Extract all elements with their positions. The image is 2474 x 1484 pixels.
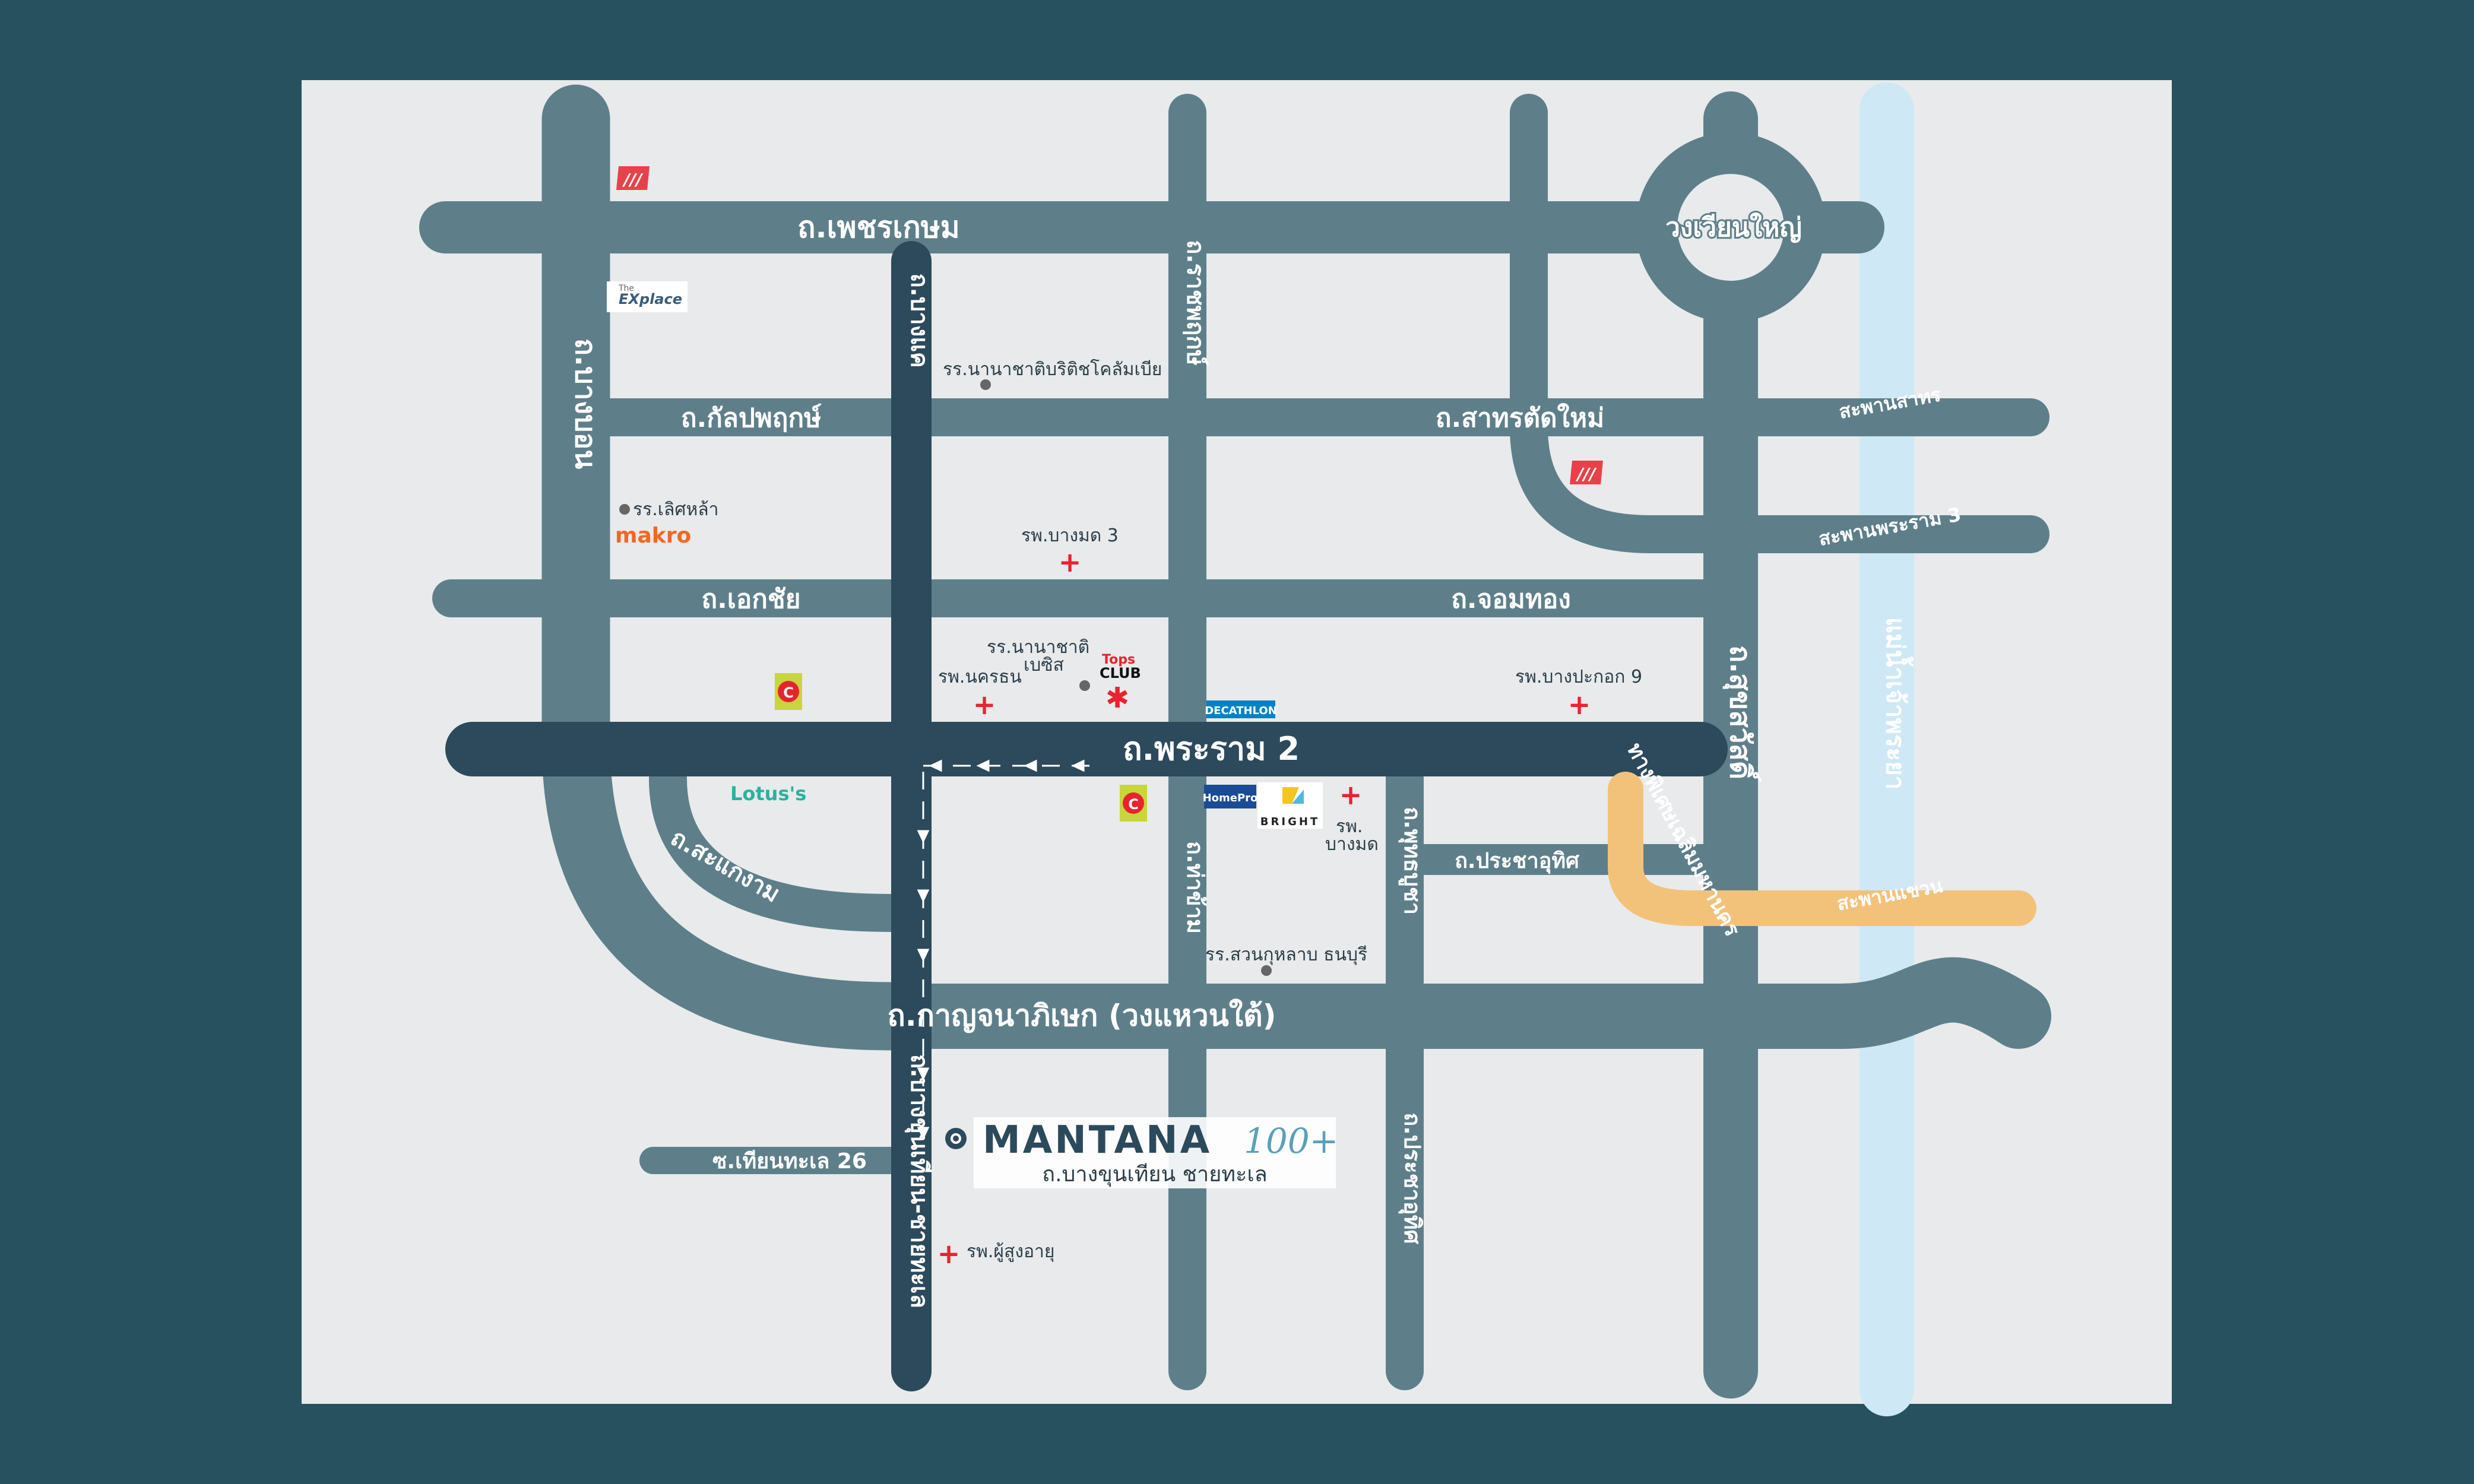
place-sarasas-school: รร.เลิศหล้า bbox=[633, 499, 718, 520]
place-bsb-school-1: รร.นานาชาติ bbox=[987, 637, 1089, 658]
svg-text:DECATHLON: DECATHLON bbox=[1205, 705, 1277, 717]
hospital-icon: + bbox=[1568, 689, 1591, 721]
place-bangmod3: รพ.บางมด 3 bbox=[1021, 525, 1119, 546]
place-bangmod-2: บางมด bbox=[1325, 834, 1379, 855]
hospital-icon: + bbox=[1339, 779, 1363, 811]
logo-robinson-sathorn: /// bbox=[1570, 461, 1603, 484]
label-rama2: ถ.พระราม 2 bbox=[1123, 730, 1300, 768]
place-nakornthon: รพ.นครธน bbox=[938, 667, 1022, 687]
school-dot-colombia bbox=[980, 379, 991, 390]
label-kanlapaphruek: ถ.กัลปพฤกษ์ bbox=[681, 403, 822, 433]
logo-bigc-rama2: C bbox=[1120, 785, 1147, 822]
place-colombia-school: รร.นานาชาติบริติชโคลัมเบีย bbox=[943, 359, 1162, 380]
svg-text:///: /// bbox=[1576, 464, 1597, 484]
label-phetkasem: ถ.เพชรเกษม bbox=[797, 210, 959, 245]
label-ratchaphruek: ถ.ราชพฤกษ์ bbox=[1181, 240, 1209, 366]
place-bsb-school-2: เบซิส bbox=[1024, 655, 1064, 676]
logo-tops-club: Tops CLUB ✱ bbox=[1100, 652, 1141, 715]
svg-text:EXplace: EXplace bbox=[619, 291, 682, 307]
project-name: MANTANA bbox=[983, 1118, 1212, 1162]
logo-lotus: Lotus's bbox=[730, 782, 806, 805]
logo-homepro: HomePro bbox=[1203, 785, 1258, 808]
place-suankularb: รร.สวนกุหลาบ ธนบุรี bbox=[1205, 944, 1367, 966]
svg-text:HomePro: HomePro bbox=[1203, 792, 1258, 804]
road-bang-bon-curve bbox=[541, 708, 925, 1051]
road-sathorn-curve bbox=[1510, 94, 2049, 553]
label-phuttha-bucha: ถ.พุทธบูชา bbox=[1398, 807, 1426, 915]
hospital-icon: + bbox=[1059, 546, 1082, 578]
bridge-taksin bbox=[1860, 398, 1914, 436]
project-suffix: 100+ bbox=[1244, 1121, 1338, 1161]
label-thian-thale-26: ซ.เทียนทะเล 26 bbox=[712, 1149, 867, 1174]
label-bang-khun-thian: ถ.บางขุนเทียน-ชายทะเล bbox=[904, 1054, 933, 1308]
place-bangmod-1: รพ. bbox=[1336, 816, 1363, 837]
hospital-icon: + bbox=[973, 689, 996, 721]
road-kanchanaphisek bbox=[858, 957, 2051, 1049]
logo-bigc-left: C bbox=[775, 673, 802, 710]
svg-text:CLUB: CLUB bbox=[1100, 665, 1141, 681]
school-dot-suankularb bbox=[1261, 965, 1272, 976]
wong-wian-yai-inner bbox=[1677, 174, 1784, 281]
place-elderly-hospital: รพ.ผู้สูงอายุ bbox=[967, 1241, 1054, 1263]
svg-text:✱: ✱ bbox=[1105, 681, 1129, 715]
logo-explace: The EXplace bbox=[607, 281, 688, 312]
label-suksawat: ถ.สุขสวัสดิ์ bbox=[1722, 645, 1762, 782]
logo-decathlon: DECATHLON bbox=[1205, 700, 1277, 718]
project-marker: MANTANA 100+ ถ.บางขุนเทียน ชายทะเล bbox=[945, 1117, 1338, 1188]
place-bangpakok9: รพ.บางปะกอก 9 bbox=[1515, 667, 1642, 687]
label-bang-bon: ถ.บางบอน bbox=[569, 338, 602, 469]
svg-text:C: C bbox=[783, 684, 794, 701]
label-river: แม่น้ำเจ้าพระยา bbox=[1881, 617, 1914, 790]
svg-text:///: /// bbox=[622, 170, 644, 189]
svg-text:BRIGHT: BRIGHT bbox=[1260, 816, 1320, 828]
project-location: ถ.บางขุนเทียน ชายทะเล bbox=[1042, 1162, 1267, 1187]
chaloem-maha-nakhon-expressway bbox=[1608, 772, 2036, 926]
label-pracha-uthit-vertical: ถ.ประชาอุทิศ bbox=[1398, 1112, 1426, 1244]
svg-text:The: The bbox=[618, 284, 634, 293]
logo-robinson-top: /// bbox=[616, 166, 650, 190]
label-wong-wian-yai: วงเวียนใหญ่ bbox=[1665, 212, 1802, 243]
label-pracha-uthit: ถ.ประชาอุทิศ bbox=[1455, 849, 1580, 874]
label-sathorn-tat-mai: ถ.สาทรตัดใหม่ bbox=[1436, 402, 1604, 433]
road-rama2 bbox=[445, 722, 1728, 776]
school-dot-sarasas bbox=[619, 504, 630, 515]
label-bang-khae: ถ.บางแค bbox=[905, 273, 933, 367]
bridge-rama3 bbox=[1860, 515, 1914, 553]
route-arrows bbox=[917, 759, 1092, 1140]
bridge-kanchanaphisek bbox=[1860, 890, 1914, 926]
svg-text:C: C bbox=[1128, 796, 1139, 813]
label-ekkachai: ถ.เอกชัย bbox=[701, 584, 800, 614]
hospital-icon: + bbox=[937, 1238, 961, 1270]
logo-bright: BRIGHT bbox=[1257, 782, 1323, 829]
school-dot-bsb bbox=[1079, 680, 1090, 691]
road-sakae-ngam bbox=[649, 760, 910, 932]
logo-makro: makro bbox=[615, 524, 691, 548]
label-tha-kham: ถ.ท่าข้าม bbox=[1182, 841, 1208, 934]
label-chom-thong: ถ.จอมทอง bbox=[1451, 584, 1570, 614]
label-kanchanaphisek: ถ.กาญจนาภิเษก (วงแหวนใต้) bbox=[888, 998, 1276, 1033]
svg-text:Tops: Tops bbox=[1102, 652, 1135, 667]
